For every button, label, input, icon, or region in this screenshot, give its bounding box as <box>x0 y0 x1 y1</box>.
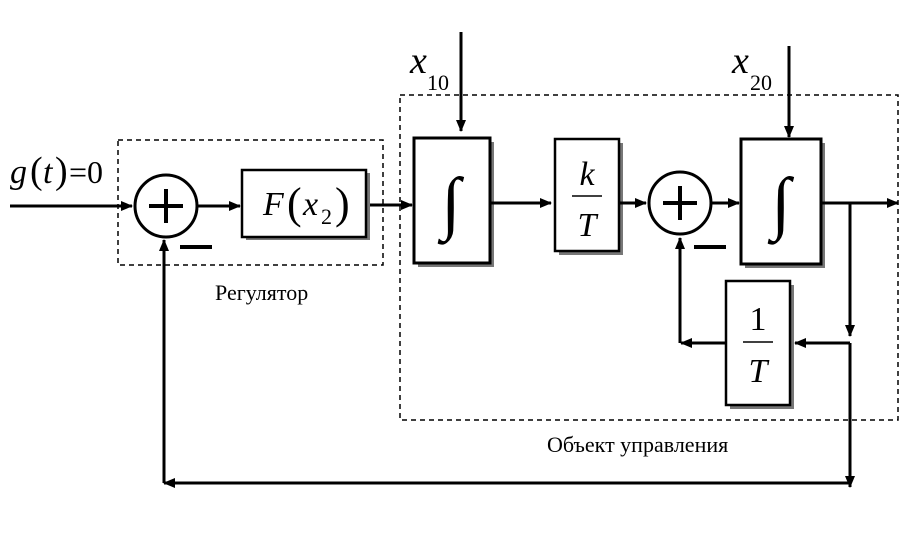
svg-text:): ) <box>55 150 68 192</box>
svg-text:(: ( <box>287 179 302 228</box>
svg-text:20: 20 <box>750 70 772 95</box>
svg-text:2: 2 <box>321 204 332 229</box>
svg-text:1: 1 <box>750 301 767 338</box>
svg-text:): ) <box>335 179 350 228</box>
feedback-block: 1 T <box>724 279 794 409</box>
svg-text:T: T <box>749 353 770 390</box>
svg-text:x: x <box>409 40 427 82</box>
integrator-block-1: ∫ <box>412 136 494 267</box>
svg-text:t: t <box>43 154 54 191</box>
function-block: F ( x 2 ) <box>240 168 370 240</box>
disturbance-x20-label: x 20 <box>731 40 772 95</box>
svg-text:∫: ∫ <box>767 165 794 245</box>
summing-junction-2 <box>647 170 713 236</box>
regulator-label: Регулятор <box>215 280 308 305</box>
svg-text:g: g <box>10 154 27 191</box>
integrator-block-2: ∫ <box>739 137 825 268</box>
svg-text:=0: =0 <box>69 154 103 190</box>
svg-text:T: T <box>578 207 599 244</box>
svg-text:(: ( <box>30 150 43 192</box>
svg-text:F: F <box>262 186 285 223</box>
summing-junction-1 <box>133 173 199 239</box>
input-label: g ( t ) =0 <box>10 150 103 192</box>
svg-text:10: 10 <box>427 70 449 95</box>
svg-text:k: k <box>579 156 595 193</box>
svg-text:∫: ∫ <box>437 165 464 245</box>
plant-label: Объект управления <box>547 432 728 457</box>
regulator-boundary <box>117 139 384 266</box>
plant-boundary <box>399 94 899 421</box>
gain-block: k T <box>553 137 623 255</box>
svg-text:x: x <box>731 40 749 82</box>
disturbance-x10-label: x 10 <box>409 40 449 95</box>
svg-text:x: x <box>302 186 318 223</box>
